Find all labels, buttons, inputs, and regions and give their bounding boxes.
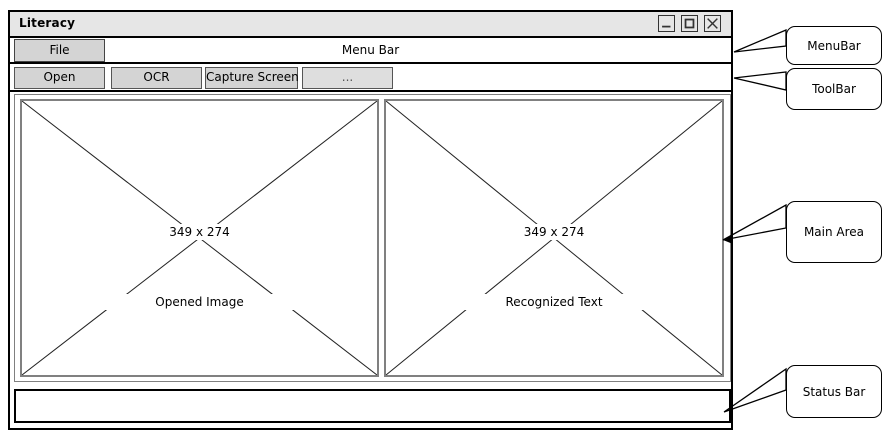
window-title: Literacy <box>19 16 76 30</box>
image-placeholder[interactable]: 349 x 274 Opened Image <box>20 99 379 377</box>
menu-bar-caption: Menu Bar <box>341 43 400 57</box>
close-icon[interactable] <box>704 15 721 32</box>
placeholder-caption: Opened Image <box>22 294 377 310</box>
toolbar-button-ocr[interactable]: OCR <box>111 67 202 89</box>
callout-status-bar: Status Bar <box>786 365 882 418</box>
main-area: 349 x 274 Opened Image 349 x 274 Recogni… <box>14 94 731 382</box>
placeholder-dimensions: 349 x 274 <box>22 224 377 240</box>
status-bar <box>14 389 731 423</box>
tool-bar: Open OCR Capture Screen ... <box>10 64 731 92</box>
menu-item-file[interactable]: File <box>14 39 105 62</box>
text-placeholder[interactable]: 349 x 274 Recognized Text <box>384 99 724 377</box>
callout-toolbar: ToolBar <box>786 68 882 110</box>
minimize-icon[interactable] <box>658 15 675 32</box>
toolbar-button-capture-screen[interactable]: Capture Screen <box>205 67 299 89</box>
menu-bar: File Menu Bar <box>10 38 731 64</box>
toolbar-button-more[interactable]: ... <box>302 67 393 89</box>
app-window: Literacy File Menu Bar Open OCR Capture … <box>8 10 733 430</box>
toolbar-button-open[interactable]: Open <box>14 67 105 89</box>
placeholder-caption: Recognized Text <box>386 294 722 310</box>
callout-menubar: MenuBar <box>786 26 882 65</box>
callout-main-area: Main Area <box>786 201 882 263</box>
maximize-icon[interactable] <box>681 15 698 32</box>
title-bar: Literacy <box>10 12 731 38</box>
placeholder-dimensions: 349 x 274 <box>386 224 722 240</box>
